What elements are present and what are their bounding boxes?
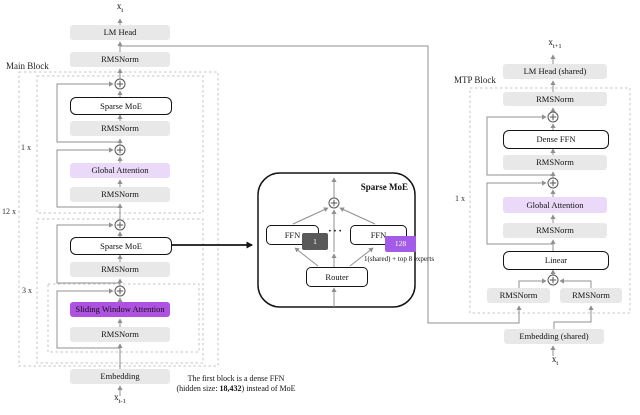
footnote-line2: (hidden size: 18,432) instead of MoE [176, 384, 296, 393]
main-block-border [18, 71, 219, 367]
mtp-linear-box: Linear [503, 251, 609, 270]
main-rmsnorm-box: RMSNorm [70, 262, 170, 277]
mtp-rmsnorm-box: RMSNorm [503, 92, 607, 106]
main-lm-head-box: LM Head [70, 25, 170, 40]
mtp-lm-head-box: LM Head (shared) [503, 64, 607, 79]
main-output-token: xt [116, 1, 124, 14]
mtp-rmsnorm-box: RMSNorm [503, 155, 607, 170]
mtp-block-border [469, 87, 631, 314]
add-icon [547, 177, 559, 189]
mtp-repeat-1x-label: 1 x [455, 194, 465, 203]
router-box: Router [306, 267, 368, 287]
main-embedding-box: Embedding [70, 369, 170, 384]
mtp-rmsnorm-hidden-box: RMSNorm [487, 288, 550, 303]
main-sparse-moe-box-1x: Sparse MoE [70, 97, 172, 115]
mtp-global-attention-box: Global Attention [503, 197, 607, 213]
add-icon [547, 274, 559, 286]
main-rmsnorm-box: RMSNorm [70, 121, 170, 136]
main-rmsnorm-final-box: RMSNorm [70, 52, 170, 67]
repeat-12x-label: 12 x [2, 207, 16, 216]
main-block-label: Main Block [6, 61, 49, 71]
main-rmsnorm-box: RMSNorm [70, 187, 170, 202]
mtp-input-token: xt [551, 354, 559, 367]
mtp-rmsnorm-box: RMSNorm [503, 223, 607, 238]
total-expert-count-badge: 128 [385, 236, 416, 252]
mtp-rmsnorm-embedding-box: RMSNorm [560, 288, 622, 303]
main-sparse-moe-box-12x: Sparse MoE [70, 237, 172, 255]
mtp-block-label: MTP Block [454, 75, 496, 85]
add-icon [328, 197, 340, 209]
flow-lines [56, 18, 594, 396]
main-rmsnorm-box: RMSNorm [70, 327, 170, 342]
add-icon [547, 111, 559, 123]
hidden-state-to-mtp-line [120, 45, 522, 324]
add-icon [114, 78, 126, 90]
add-icon [114, 285, 126, 297]
add-icon [114, 219, 126, 231]
repeat-3x-label: 3 x [22, 286, 32, 295]
sparse-moe-detail-title: Sparse MoE [360, 182, 408, 192]
add-icon [114, 144, 126, 156]
main-sliding-window-attention-box: Sliding Window Attention [70, 302, 170, 317]
mtp-output-token: xt+1 [548, 37, 562, 50]
repeat-1x-label: 1 x [21, 143, 31, 152]
ellipsis-icon: ··· [328, 225, 344, 237]
mtp-dense-ffn-box: Dense FFN [503, 130, 609, 149]
main-input-token: xt-1 [114, 392, 126, 405]
repeat-3x-border [47, 283, 200, 353]
expert-selection-note: 1(shared) + top 8 experts [364, 255, 435, 263]
mtp-embedding-box: Embedding (shared) [504, 329, 604, 344]
dense-first-block-footnote: The first block is a dense FFN (hidden s… [150, 374, 322, 394]
footnote-line1: The first block is a dense FFN [187, 374, 285, 383]
shared-expert-count-badge: 1 [302, 233, 328, 250]
main-global-attention-box: Global Attention [70, 163, 170, 178]
